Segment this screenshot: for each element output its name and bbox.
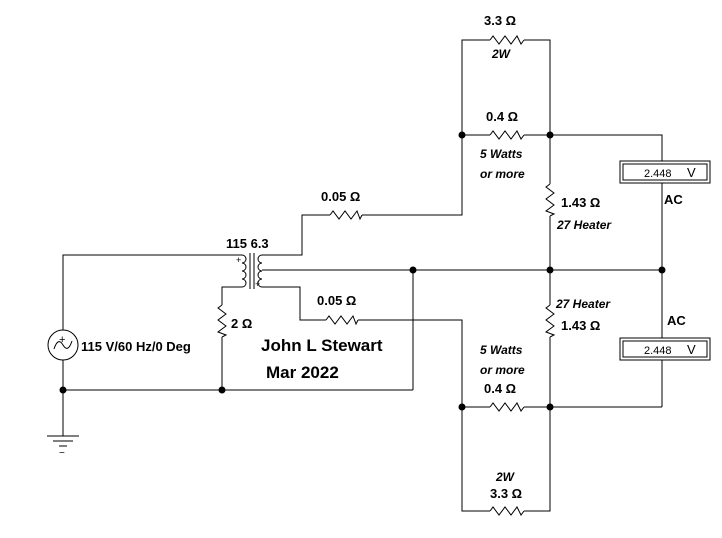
author-date: Mar 2022 — [266, 363, 339, 382]
junction-dot — [409, 266, 417, 274]
label-source: 115 V/60 Hz/0 Deg — [81, 339, 191, 354]
upper-meter-mode: AC — [664, 192, 683, 207]
junction-dot — [458, 131, 466, 139]
upper-meter-reading: 2.448 — [644, 168, 672, 180]
label-lower-shunt-rating-1: 5 Watts — [480, 343, 523, 357]
resistor-lower-line-0-05-ohm[interactable] — [325, 314, 359, 326]
label-transformer-ratio: 115 6.3 — [226, 236, 269, 251]
resistor-upper-line-0-05-ohm[interactable] — [329, 209, 363, 221]
upper-meter-unit: V — [687, 165, 696, 180]
label-upper-shunt-rating-1: 5 Watts — [480, 147, 523, 161]
label-upper-heater-name: 27 Heater — [556, 218, 612, 232]
transformer-primary-dot: + — [236, 255, 241, 265]
label-lower-shunt-rating-2: or more — [480, 363, 525, 377]
label-top-resistor-value: 3.3 Ω — [484, 13, 516, 28]
resistor-primary-2-ohm[interactable] — [216, 304, 228, 338]
resistor-lower-heater-1-43-ohm[interactable] — [544, 304, 556, 338]
junction-dots — [59, 131, 666, 411]
label-bottom-resistor-rating: 2W — [495, 470, 516, 484]
resistor-top-3-3-ohm[interactable] — [489, 35, 525, 45]
label-lower-shunt-value: 0.4 Ω — [484, 381, 516, 396]
junction-dot — [458, 403, 466, 411]
label-upper-heater-value: 1.43 Ω — [561, 195, 600, 210]
lower-meter-unit: V — [687, 342, 696, 357]
junction-dot — [546, 403, 554, 411]
lower-meter-mode: AC — [667, 313, 686, 328]
label-upper-shunt-rating-2: or more — [480, 167, 525, 181]
junction-dot — [546, 131, 554, 139]
label-bottom-resistor-value: 3.3 Ω — [490, 486, 522, 501]
label-primary-resistor-value: 2 Ω — [231, 316, 252, 331]
label-upper-line-value: 0.05 Ω — [321, 189, 360, 204]
source-plus-sign: + — [59, 334, 65, 346]
junction-dot — [546, 266, 554, 274]
junction-dot — [218, 386, 226, 394]
transformer[interactable] — [240, 253, 270, 289]
resistor-bottom-3-3-ohm[interactable] — [489, 506, 525, 516]
label-top-resistor-rating: 2W — [491, 47, 512, 61]
ac-voltage-source[interactable] — [47, 329, 79, 361]
transformer-secondary-dot: + — [255, 279, 260, 289]
label-lower-heater-name: 27 Heater — [555, 297, 611, 311]
author-name: John L Stewart — [261, 336, 383, 355]
resistor-upper-shunt-0-4-ohm[interactable] — [489, 130, 525, 140]
resistor-lower-shunt-0-4-ohm[interactable] — [489, 402, 525, 412]
label-lower-line-value: 0.05 Ω — [317, 293, 356, 308]
junction-dot — [59, 386, 67, 394]
junction-dot — [658, 266, 666, 274]
wires — [62, 39, 663, 512]
label-lower-heater-value: 1.43 Ω — [561, 318, 600, 333]
resistor-upper-heater-1-43-ohm[interactable] — [544, 183, 556, 217]
upper-voltmeter[interactable] — [619, 160, 711, 184]
ground-minus-sign: − — [59, 448, 65, 459]
lower-voltmeter[interactable] — [619, 337, 711, 361]
lower-meter-reading: 2.448 — [644, 345, 672, 357]
ground-icon — [47, 435, 79, 447]
label-upper-shunt-value: 0.4 Ω — [486, 109, 518, 124]
